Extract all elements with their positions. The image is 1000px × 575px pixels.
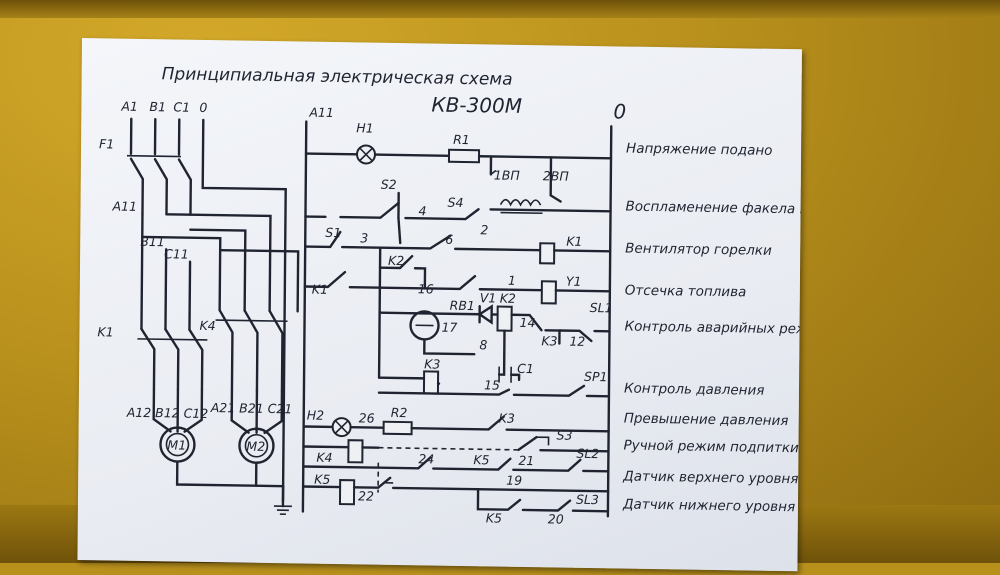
bus-label-a11: A11 <box>308 105 334 120</box>
desc-lower-level: Датчик нижнего уровня <box>622 497 795 516</box>
phase-label-c1: C1 <box>173 99 190 114</box>
label-node-4: 4 <box>418 203 426 218</box>
desc-pressure-control: Контроль давления <box>624 381 765 399</box>
label-node-14: 14 <box>519 315 535 330</box>
label-b11: B11 <box>140 234 165 249</box>
label-f1: F1 <box>99 136 114 151</box>
schematic-sheet: Принципиальная электрическая схема КВ-30… <box>77 38 900 572</box>
label-sp1: SP1 <box>584 369 608 384</box>
label-c11: C11 <box>164 246 189 261</box>
label-k3-contact-2: K3 <box>499 411 515 426</box>
desc-fuel-cutoff: Отсечка топлива <box>625 283 747 301</box>
label-sl2: SL2 <box>576 446 599 461</box>
label-node-16: 16 <box>418 281 434 296</box>
label-sl1: SL1 <box>590 300 613 315</box>
desc-burner-fan: Вентилятор горелки <box>625 241 772 259</box>
label-node-8: 8 <box>479 337 487 352</box>
label-m2-terminals: A21 B21 C21 <box>210 400 293 416</box>
label-s3: S3 <box>557 427 573 442</box>
label-node-1: 1 <box>508 273 516 288</box>
desc-emergency-control: Контроль аварийных режимов работы <box>624 319 802 339</box>
label-node-20: 20 <box>548 511 564 526</box>
label-m2: M2 <box>246 439 265 454</box>
label-node-2: 2 <box>480 222 488 237</box>
label-sl3: SL3 <box>576 492 599 507</box>
power-wires <box>126 117 300 516</box>
label-r2: R2 <box>391 405 408 420</box>
label-a11-power: A11 <box>111 198 137 213</box>
diagram-title: Принципиальная электрическая схема <box>162 64 513 90</box>
desc-voltage-applied: Напряжение подано <box>626 141 773 159</box>
label-node-22: 22 <box>358 488 374 503</box>
electrical-schematic: Принципиальная электрическая схема КВ-30… <box>97 64 900 526</box>
label-k4-contacts: K4 <box>199 318 215 333</box>
desc-ignition: Воспламенение факела горелки <box>626 199 802 219</box>
label-1vp: 1ВП <box>494 167 521 182</box>
label-y1: Y1 <box>566 274 582 289</box>
label-node-21: 21 <box>518 453 534 468</box>
label-s1: S1 <box>325 225 341 240</box>
phase-label-b1: B1 <box>149 99 166 114</box>
label-k3-contact: K3 <box>541 333 557 348</box>
cabinet-top-seam <box>0 0 1000 18</box>
phase-label-0: 0 <box>199 100 207 115</box>
label-node-24: 24 <box>418 451 434 466</box>
diagram-model: КВ-300М <box>431 92 522 117</box>
desc-upper-level: Датчик верхнего уровня <box>622 469 798 488</box>
label-k4-coil: K4 <box>316 450 332 465</box>
label-k1-contacts: K1 <box>97 324 113 339</box>
label-node-15: 15 <box>484 377 500 392</box>
label-c1: C1 <box>517 361 534 376</box>
label-h1: H1 <box>356 120 373 135</box>
label-node-12: 12 <box>569 334 585 349</box>
label-s2: S2 <box>381 177 397 192</box>
control-wiring <box>301 120 613 518</box>
label-k1-coil: K1 <box>566 234 582 249</box>
desc-manual-makeup: Ручной режим подпитки <box>623 438 799 457</box>
label-k1-contact: K1 <box>312 282 328 297</box>
label-k2-coil: K2 <box>500 291 516 306</box>
label-v1: V1 <box>480 290 497 305</box>
label-node-6: 6 <box>445 232 453 247</box>
phase-label-a1: A1 <box>120 99 138 114</box>
desc-overpressure: Превышение давления <box>624 411 789 430</box>
label-node-17: 17 <box>441 320 457 335</box>
label-rb1: RB1 <box>450 298 475 313</box>
label-k3-coil: K3 <box>424 356 440 371</box>
label-m1-terminals: A12 B12 C12 <box>126 405 209 421</box>
label-k2-contact: K2 <box>388 253 404 268</box>
label-node-26: 26 <box>359 410 375 425</box>
label-node-19: 19 <box>506 473 522 488</box>
label-h2: H2 <box>307 408 325 423</box>
label-2vp: 2ВП <box>543 168 570 183</box>
bus-label-0: 0 <box>613 99 626 123</box>
label-r1: R1 <box>453 132 470 147</box>
label-m1: M1 <box>167 437 186 452</box>
label-k5-coil: K5 <box>314 472 330 487</box>
label-node-3: 3 <box>360 230 368 245</box>
label-k5-contact-2: K5 <box>486 510 502 525</box>
label-s4: S4 <box>448 195 464 210</box>
label-k5-contact: K5 <box>473 452 489 467</box>
